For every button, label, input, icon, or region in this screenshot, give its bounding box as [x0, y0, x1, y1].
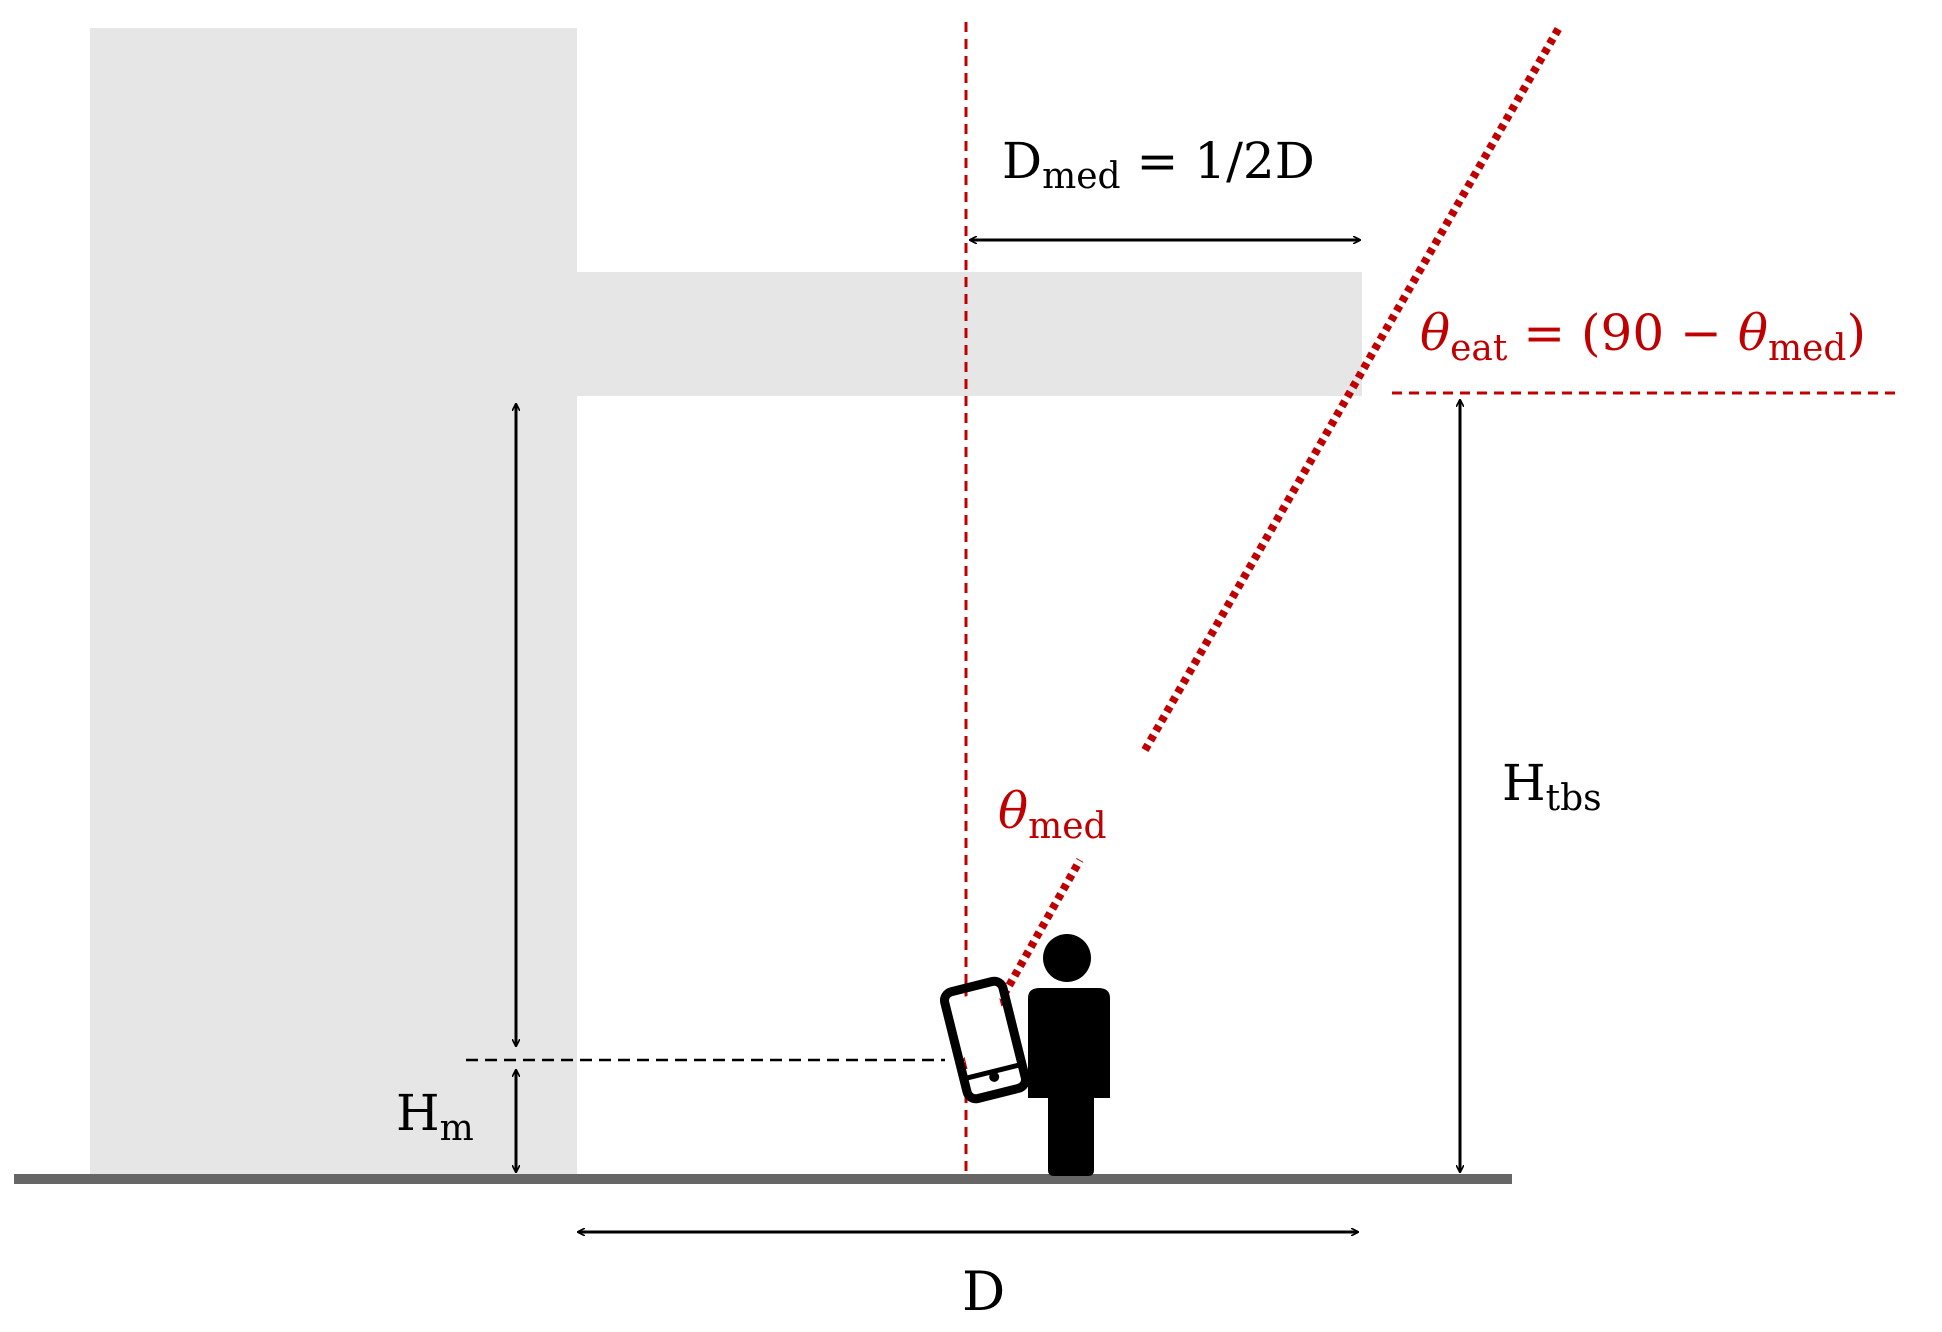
- h-tbs-label: Htbs: [1502, 754, 1602, 819]
- smartphone-icon: [939, 976, 1031, 1104]
- theta-med-label: θmed: [998, 782, 1107, 847]
- theta-eat-label: θeat = (90 − θmed): [1420, 304, 1866, 369]
- h-m-label: Hm: [396, 1084, 474, 1149]
- person-icon: [1028, 934, 1110, 1176]
- d-label: D: [962, 1260, 1005, 1323]
- building-shape: [90, 28, 1362, 1178]
- elevation-angle-line-upper: [1141, 24, 1564, 752]
- d-med-label: Dmed = 1/2D: [1002, 132, 1315, 197]
- ground-line: [14, 1174, 1512, 1184]
